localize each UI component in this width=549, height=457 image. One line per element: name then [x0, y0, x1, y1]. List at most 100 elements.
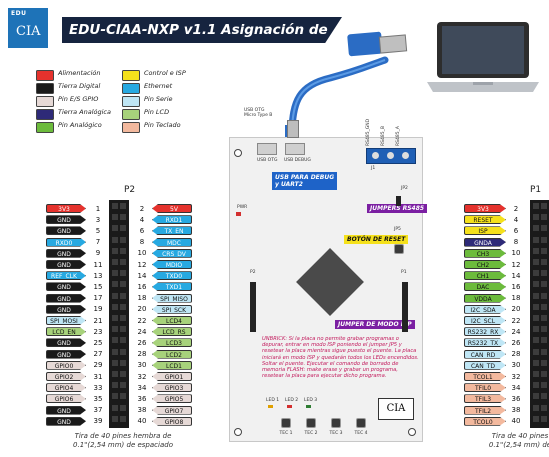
tec3-label: TEC 3	[329, 431, 343, 436]
led1-label: LED 1	[266, 398, 280, 403]
pin-number: 26	[137, 338, 147, 347]
legend-swatch	[122, 109, 140, 120]
reset-button[interactable]	[394, 244, 404, 254]
connector-pin	[120, 371, 126, 377]
connector-pin	[112, 326, 118, 333]
pin-label: SPI_SCK	[152, 304, 192, 314]
connector-pin	[112, 236, 118, 243]
connector-pin	[112, 404, 118, 411]
pin-label: TCOL1	[464, 372, 506, 381]
legend-label: Pin Analógico	[58, 121, 102, 129]
connector-pin	[541, 382, 547, 389]
pin-number: 37	[93, 406, 103, 415]
pin-number: 40	[137, 417, 147, 426]
pin-label: GND	[46, 416, 86, 426]
connector-pin	[541, 404, 547, 411]
pin-number: 23	[93, 327, 103, 336]
pin-label: RXD1	[152, 215, 192, 225]
connector-pin	[533, 259, 539, 265]
connector-pin	[120, 359, 126, 366]
pin-number: 28	[511, 350, 521, 359]
legend-label: Tierra Analógica	[58, 108, 111, 116]
connector-pin	[120, 214, 126, 221]
connector-pin	[541, 415, 547, 422]
tec3-button[interactable]	[331, 418, 341, 428]
connector-pin	[112, 292, 118, 299]
connector-pin	[120, 348, 126, 355]
pin-label: GND	[46, 226, 86, 236]
pin-label: CAN_RD	[464, 349, 506, 359]
p2-caption-line2: 0.1"(2,54 mm) de espaciado	[73, 441, 173, 449]
usb-otg-top-label: USB OTG Micro Type B	[244, 108, 273, 118]
connector-pin	[112, 393, 118, 400]
connector-pin	[533, 393, 539, 400]
pin-label: GND	[46, 248, 86, 258]
pin-number: 33	[93, 383, 103, 392]
board-p2-mark: P2	[250, 270, 256, 275]
board-header-p1	[402, 282, 408, 332]
jp2-label: JP2	[401, 186, 408, 191]
p1-connector	[530, 200, 549, 428]
connector-pin	[533, 337, 539, 344]
pin-label: GND	[46, 282, 86, 292]
pin-label: GND	[46, 260, 86, 269]
pin-number: 29	[93, 361, 103, 370]
page-title: EDU-CIAA-NXP v1.1 Asignación de pines	[62, 17, 342, 43]
pin-label: TCOL0	[464, 416, 506, 426]
connector-pin	[533, 203, 539, 209]
pin-label: GPIO7	[152, 405, 192, 415]
connector-pin	[533, 236, 539, 243]
connector-pin	[541, 259, 547, 265]
connector-pin	[120, 259, 126, 265]
pin-number: 32	[511, 372, 521, 381]
unbrick-note: UNBRICK: Si la placa no permite grabar p…	[262, 336, 419, 380]
pin-number: 34	[137, 383, 147, 392]
pin-number: 39	[93, 417, 103, 426]
pin-label: LCD3	[152, 338, 192, 348]
legend-swatch	[122, 96, 140, 107]
connector-pin	[541, 359, 547, 366]
connector-pin	[112, 203, 118, 209]
pin-number: 18	[511, 294, 521, 303]
legend-item: Control e ISP	[122, 69, 202, 81]
pin-label: GPIO2	[46, 372, 86, 381]
legend-swatch	[36, 96, 54, 107]
pin-number: 13	[93, 271, 103, 280]
usb-plug	[287, 120, 299, 138]
connector-pin	[541, 270, 547, 277]
pin-number: 27	[93, 350, 103, 359]
connector-pin	[533, 404, 539, 411]
connector-pin	[112, 315, 118, 321]
pin-number: 25	[93, 338, 103, 347]
pwr-label: PWR	[237, 205, 248, 210]
pin-number: 30	[137, 361, 147, 370]
pin-label: GPIO5	[152, 394, 192, 404]
pin-number: 9	[95, 249, 101, 258]
pin-label: I2C_SDA	[464, 304, 506, 314]
pin-number: 14	[511, 271, 521, 280]
pin-label: CAN_TD	[464, 360, 506, 370]
pin-label: 5V	[152, 204, 192, 213]
connector-pin	[112, 281, 118, 288]
pin-label: CRS_DV	[152, 248, 192, 258]
connector-pin	[120, 292, 126, 299]
pin-label: LCD_EN	[46, 327, 86, 337]
pin-number: 24	[511, 327, 521, 336]
pin-number: 35	[93, 394, 103, 403]
pin-label: GPIO1	[152, 372, 192, 381]
tec4-button[interactable]	[356, 418, 366, 428]
pin-number: 7	[95, 238, 101, 247]
rs485-gnd-label: RS485_GND	[366, 118, 371, 146]
connector-pin	[120, 393, 126, 400]
connector-pin	[120, 303, 126, 310]
connector-pin	[112, 303, 118, 310]
pin-number: 17	[93, 294, 103, 303]
tec1-button[interactable]	[281, 418, 291, 428]
connector-pin	[112, 259, 118, 265]
pin-number: 34	[511, 383, 521, 392]
pin-number: 6	[139, 226, 145, 235]
logo-text-cia: CIA	[16, 24, 41, 39]
pin-number: 1	[95, 204, 101, 213]
tec2-button[interactable]	[306, 418, 316, 428]
mount-hole	[234, 149, 242, 157]
